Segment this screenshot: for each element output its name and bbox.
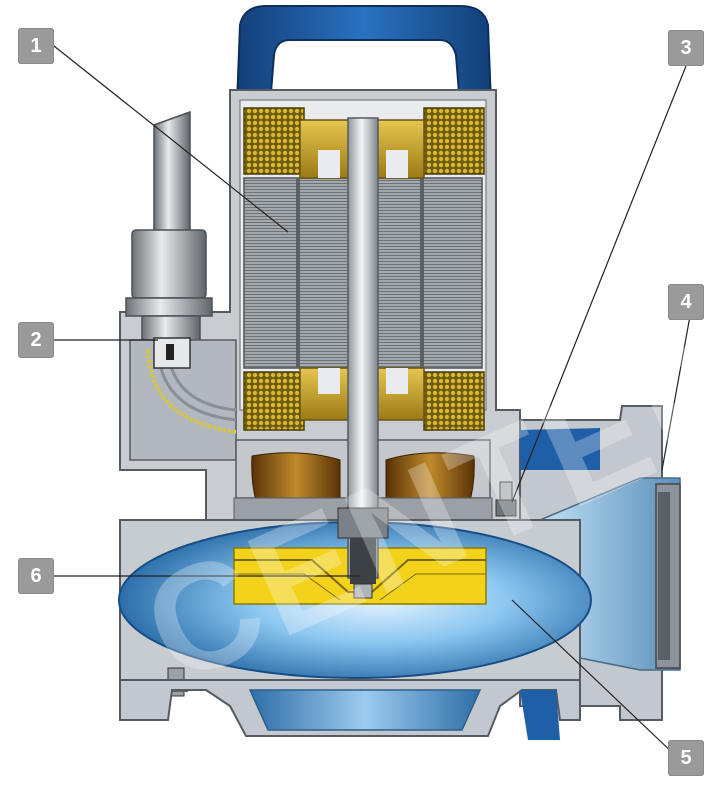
pump-base-inlet [119,679,581,740]
leader-line-3 [511,65,687,503]
leader-line-5 [511,599,679,759]
callout-badge-5: 5 [668,740,704,776]
callout-badge-2: 2 [18,322,54,358]
callout-badge-6: 6 [18,558,54,594]
callout-badge-1: 1 [18,28,54,64]
leader-lines [53,45,691,759]
callout-badge-4: 4 [668,284,704,320]
leader-line-4 [661,315,691,471]
power-cable [125,110,213,347]
callout-badge-3: 3 [668,30,704,66]
cable-chamber [129,337,237,461]
motor-shaft [337,117,389,599]
leader-line-1 [53,45,289,233]
